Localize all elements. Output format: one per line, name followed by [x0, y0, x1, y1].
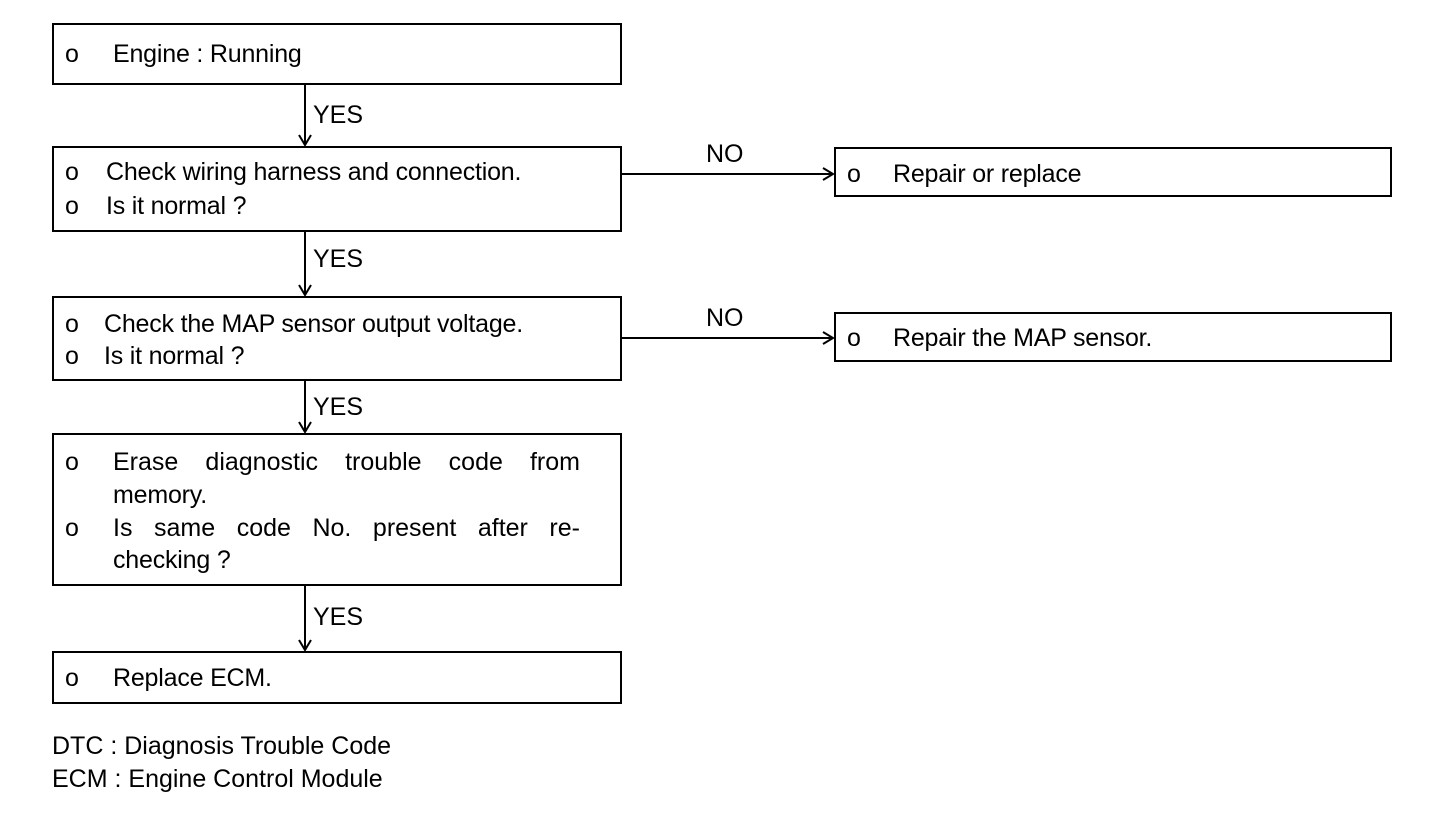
- legend-dtc: DTC : Diagnosis Trouble Code: [52, 732, 392, 760]
- repair-or-replace-box: o Repair or replace: [834, 147, 1392, 197]
- arrowhead-down-icon: [298, 639, 312, 652]
- bullet: o: [65, 514, 79, 542]
- arrowhead-down-icon: [298, 134, 312, 147]
- bullet: o: [65, 158, 79, 186]
- arrowhead-down-icon: [298, 284, 312, 297]
- bullet: o: [847, 160, 861, 188]
- step-check-map-sensor-box: o Check the MAP sensor output voltage. o…: [52, 296, 622, 381]
- step-question-continued: checking ?: [113, 546, 231, 574]
- arrowhead-right-icon: [822, 331, 835, 345]
- action-text: Repair the MAP sensor.: [893, 324, 1153, 352]
- step-text: Check the MAP sensor output voltage.: [104, 310, 523, 338]
- step-replace-ecm-box: o Replace ECM.: [52, 651, 622, 704]
- step-erase-dtc-box: o Erase diagnostic trouble code from mem…: [52, 433, 622, 586]
- yes-label: YES: [313, 393, 364, 421]
- bullet: o: [65, 664, 79, 692]
- yes-label: YES: [313, 245, 364, 273]
- no-label: NO: [706, 140, 744, 168]
- arrowhead-right-icon: [822, 167, 835, 181]
- legend-ecm: ECM : Engine Control Module: [52, 765, 383, 793]
- step-text: Replace ECM.: [113, 664, 272, 692]
- repair-map-sensor-box: o Repair the MAP sensor.: [834, 312, 1392, 362]
- no-label: NO: [706, 304, 744, 332]
- bullet: o: [65, 192, 79, 220]
- step-question: Is it normal ?: [104, 342, 245, 370]
- step-question: Is same code No. present after re-: [113, 514, 580, 542]
- bullet: o: [847, 324, 861, 352]
- action-text: Repair or replace: [893, 160, 1082, 188]
- bullet: o: [65, 310, 79, 338]
- step-text: Erase diagnostic trouble code from: [113, 448, 580, 476]
- step-question: Is it normal ?: [106, 192, 247, 220]
- yes-label: YES: [313, 101, 364, 129]
- step-text: Check wiring harness and connection.: [106, 158, 522, 186]
- step-text-continued: memory.: [113, 481, 207, 509]
- yes-label: YES: [313, 603, 364, 631]
- arrowhead-down-icon: [298, 421, 312, 434]
- bullet: o: [65, 40, 79, 68]
- step-text: Engine : Running: [113, 40, 302, 68]
- step-engine-running-box: o Engine : Running: [52, 23, 622, 85]
- bullet: o: [65, 342, 79, 370]
- bullet: o: [65, 448, 79, 476]
- step-check-wiring-box: o Check wiring harness and connection. o…: [52, 146, 622, 232]
